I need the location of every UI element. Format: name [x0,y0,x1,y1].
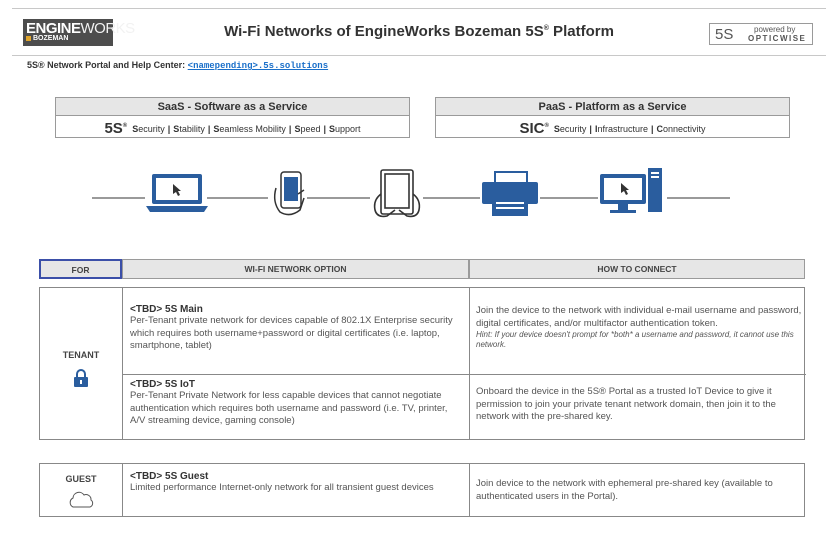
saas-brand-sup: ® [122,123,128,129]
paas-item-initial: S [553,124,560,134]
saas-item-rest: ecurity [138,124,165,134]
logo-dot-icon [26,36,31,41]
saas-box: SaaS - Software as a Service 5S® Securit… [55,97,410,138]
header-network-option: WI-FI NETWORK OPTION [122,259,469,279]
smartphone-icon [273,171,305,216]
logo-subtext: BOZEMAN [33,35,69,42]
header-for: FOR [39,259,122,279]
tenant-iot-how: Onboard the device in the 5S® Portal as … [476,386,802,424]
badge-company: OPTICWISE [748,34,807,43]
header-how-to-connect: HOW TO CONNECT [469,259,805,279]
saas-item-rest: upport [335,124,361,134]
connect-instructions: Onboard the device in the 5S® Portal as … [476,386,776,422]
saas-body: 5S® Security|Stability|Seamless Mobility… [104,120,361,137]
paas-body: SIC® Security|Infrastructure|Connectivit… [519,120,706,137]
saas-heading: SaaS - Software as a Service [56,98,409,116]
paas-box: PaaS - Platform as a Service SIC® Securi… [435,97,790,138]
guest-block: GUEST <TBD> 5S Guest Limited performance… [39,463,805,517]
paas-item-rest: nfrastructure [597,124,648,134]
laptop-icon [146,174,208,212]
title-registered-mark: ® [543,25,549,32]
saas-item-rest: tability [179,124,205,134]
powered-by-badge: 5S powered by OPTICWISE [709,23,813,45]
badge-brand: 5S [715,26,734,43]
page-title: Wi-Fi Networks of EngineWorks Bozeman 5S… [12,23,826,40]
paas-item-rest: ecurity [559,124,587,134]
saas-item-rest: peed [300,124,321,134]
saas-item-initial: S [173,124,180,134]
saas-item-initial: S [132,124,139,134]
saas-item-initial: S [294,124,301,134]
saas-item-initial: S [213,124,220,134]
network-title: <TBD> 5S IoT [130,379,196,390]
title-text: Wi-Fi Networks of EngineWorks Bozeman 5S [224,23,544,40]
tablet-icon [373,169,421,218]
tenant-iot-option: <TBD> 5S IoT Per-Tenant Private Network … [130,379,464,428]
saas-item-initial: S [329,124,336,134]
network-description: Limited performance Internet-only networ… [130,482,434,493]
tenant-block: TENANT <TBD> 5S Main Per-Tenant private … [39,287,806,440]
network-title: <TBD> 5S Main [130,304,203,315]
paas-brand-text: SIC [519,120,545,137]
connect-hint: Hint: If your device doesn't prompt for … [476,330,794,349]
paas-heading: PaaS - Platform as a Service [436,98,789,116]
tenant-main-how: Join the device to the network with indi… [476,305,802,350]
row-divider [122,374,806,375]
device-strip-graphic [92,168,730,218]
tenant-main-option: <TBD> 5S Main Per-Tenant private network… [130,304,464,353]
portal-line: 5S® Network Portal and Help Center: <nam… [27,60,328,71]
printer-icon [482,171,538,216]
paas-item-initial: C [656,124,664,134]
saas-brand-text: 5S [104,120,123,137]
table-header: FOR WI-FI NETWORK OPTION HOW TO CONNECT [39,259,805,279]
saas-item-rest: eamless Mobility [219,124,286,134]
paas-brand: SIC® [519,120,548,137]
portal-label: 5S® Network Portal and Help Center: [27,60,188,70]
network-title: <TBD> 5S Guest [130,471,209,482]
connect-instructions: Join the device to the network with indi… [476,305,802,329]
col-divider [122,288,123,439]
desktop-icon [600,168,662,213]
guest-how: Join device to the network with ephemera… [476,478,802,503]
saas-brand: 5S® [104,120,127,137]
page-header: ENGINEWORKS BOZEMAN Wi-Fi Networks of En… [12,8,826,56]
col-divider [469,288,470,439]
engineworks-logo: ENGINEWORKS BOZEMAN [23,19,135,46]
badge-label: powered by [754,25,796,34]
paas-item-rest: onnectivity [663,124,706,134]
logo-text-light: WORKS [80,20,136,37]
lock-icon [74,369,88,387]
cloud-icon [69,491,94,508]
device-strip [0,160,838,230]
paas-brand-sup: ® [544,123,549,129]
guest-label: GUEST [65,474,97,484]
paas-item-initial: I [594,124,598,134]
connect-instructions: Join device to the network with ephemera… [476,478,773,502]
col-divider [469,464,470,516]
network-description: Per-Tenant private network for devices c… [130,315,453,351]
col-divider [122,464,123,516]
logo-text-bold: ENGINE [26,20,81,37]
title-text-end: Platform [548,23,614,40]
portal-link[interactable]: <namepending>.5s.solutions [187,61,329,71]
network-description: Per-Tenant Private Network for less capa… [130,390,448,426]
guest-option: <TBD> 5S Guest Limited performance Inter… [130,471,464,495]
tenant-label: TENANT [62,350,100,360]
